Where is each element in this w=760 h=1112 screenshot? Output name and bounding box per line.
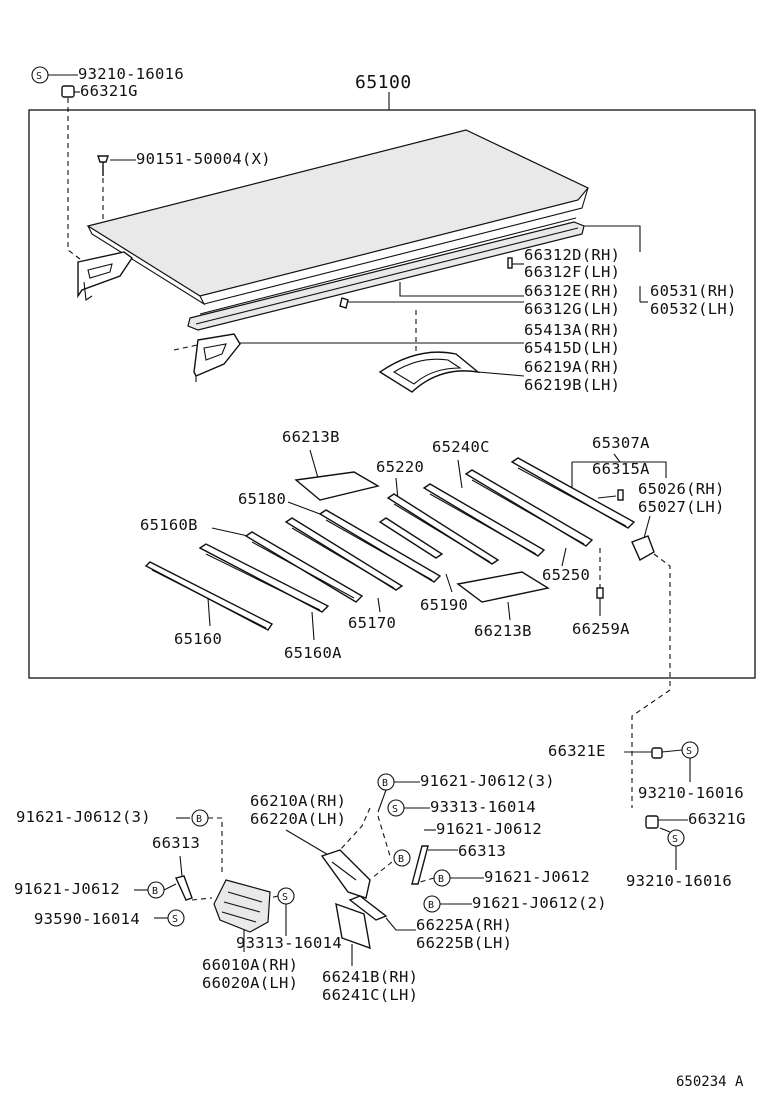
label-65160b: 65160B: [140, 516, 198, 534]
label-66225b: 66225B(LH): [416, 934, 512, 952]
bracket-66313-left-part: [175, 875, 193, 901]
bolt-symbol-3: [393, 849, 411, 867]
svg-text:B: B: [382, 778, 388, 789]
bracket-65026-part: [631, 535, 655, 561]
svg-text:B: B: [196, 814, 202, 825]
label-91621-j0612-3-left: 91621-J0612(3): [16, 808, 151, 826]
plate-66225a-part: [348, 895, 388, 921]
label-65240c: 65240C: [432, 438, 490, 456]
bracket-66313-right-part: [411, 845, 429, 885]
label-65307a: 65307A: [592, 434, 650, 452]
clip-66321g-bottom-part: [645, 815, 659, 829]
splash-guard-66010a-part: [213, 879, 271, 933]
svg-text:S: S: [392, 804, 398, 815]
clip-66312-part: [339, 297, 349, 309]
svg-text:S: S: [172, 914, 178, 925]
label-66241b: 66241B(RH): [322, 968, 418, 986]
label-66312d: 66312D(RH): [524, 246, 620, 264]
clip-66321g-part: [61, 85, 75, 98]
panel-66213b-top-part: [294, 471, 380, 501]
label-66210a: 66210A(RH): [250, 792, 346, 810]
label-65250: 65250: [542, 566, 590, 584]
label-65027: 65027(LH): [638, 498, 725, 516]
panel-66213b-bottom-part: [456, 571, 550, 603]
label-93313-16014-top: 93313-16014: [430, 798, 536, 816]
label-66321g: 66321G: [80, 82, 138, 100]
label-65170: 65170: [348, 614, 396, 632]
label-66219a: 66219A(RH): [524, 358, 620, 376]
label-66313-left: 66313: [152, 834, 200, 852]
label-93210-16016-bot: 93210-16016: [626, 872, 732, 890]
cross-rails: [144, 457, 636, 631]
label-65190: 65190: [420, 596, 468, 614]
svg-text:B: B: [398, 854, 404, 865]
svg-text:B: B: [428, 900, 434, 911]
label-90151-50004: 90151-50004(X): [136, 150, 271, 168]
label-93313-16014-bottom: 93313-16014: [236, 934, 342, 952]
bracket-66210a-part: [320, 849, 371, 899]
assembly-number: 65100: [355, 72, 412, 93]
label-65413a: 65413A(RH): [524, 321, 620, 339]
label-66010a: 66010A(RH): [202, 956, 298, 974]
label-65180: 65180: [238, 490, 286, 508]
clip-66321e-part: [651, 747, 663, 759]
rail-65240c-part: [422, 483, 546, 557]
label-66220a: 66220A(LH): [250, 810, 346, 828]
screw-symbol-left3: [167, 909, 185, 927]
svg-text:B: B: [438, 874, 444, 885]
rail-65220-part: [386, 493, 500, 565]
label-66312f: 66312F(LH): [524, 263, 620, 281]
label-66241c: 66241C(LH): [322, 986, 418, 1004]
label-66259a: 66259A: [572, 620, 630, 638]
svg-text:S: S: [686, 746, 692, 757]
svg-text:S: S: [672, 834, 678, 845]
tonneau-board-part: [86, 129, 589, 297]
assembly-frame: [28, 109, 756, 679]
label-65160: 65160: [174, 630, 222, 648]
label-60531: 60531(RH): [650, 282, 737, 300]
label-66313-right: 66313: [458, 842, 506, 860]
svg-text:S: S: [36, 71, 42, 82]
label-66213b-bottom: 66213B: [474, 622, 532, 640]
label-66321g-bottom: 66321G: [688, 810, 746, 828]
screw-90151-part: [97, 155, 109, 176]
label-93210-16016-mid: 93210-16016: [638, 784, 744, 802]
label-66225a: 66225A(RH): [416, 916, 512, 934]
label-66219b: 66219B(LH): [524, 376, 620, 394]
rail-65190-part: [378, 517, 444, 559]
rail-65250-part: [464, 469, 594, 547]
arched-cover-part: [378, 351, 481, 393]
label-66213b-top: 66213B: [282, 428, 340, 446]
figure-id: 650234 A: [676, 1074, 744, 1090]
label-93210-16016: 93210-16016: [78, 65, 184, 83]
label-91621-j0612-right1: 91621-J0612: [436, 820, 542, 838]
pad-66241b-part: [335, 902, 371, 950]
label-91621-j0612-left: 91621-J0612: [14, 880, 120, 898]
label-66312e: 66312E(RH): [524, 282, 620, 300]
label-66321e: 66321E: [548, 742, 606, 760]
svg-text:B: B: [152, 886, 158, 897]
label-91621-j0612-3-top: 91621-J0612(3): [420, 772, 555, 790]
label-65415d: 65415D(LH): [524, 339, 620, 357]
label-65220: 65220: [376, 458, 424, 476]
label-66020a: 66020A(LH): [202, 974, 298, 992]
svg-text:S: S: [282, 892, 288, 903]
label-91621-j0612-2: 91621-J0612(2): [472, 894, 607, 912]
label-65160a: 65160A: [284, 644, 342, 662]
label-60532: 60532(LH): [650, 300, 737, 318]
label-66315a: 66315A: [592, 460, 650, 478]
label-93590-16014: 93590-16014: [34, 910, 140, 928]
lower-hinge-bracket-part: [193, 333, 241, 377]
rail-65160b-part: [244, 531, 364, 603]
label-65026: 65026(RH): [638, 480, 725, 498]
label-66312g: 66312G(LH): [524, 300, 620, 318]
label-91621-j0612-right2: 91621-J0612: [484, 868, 590, 886]
